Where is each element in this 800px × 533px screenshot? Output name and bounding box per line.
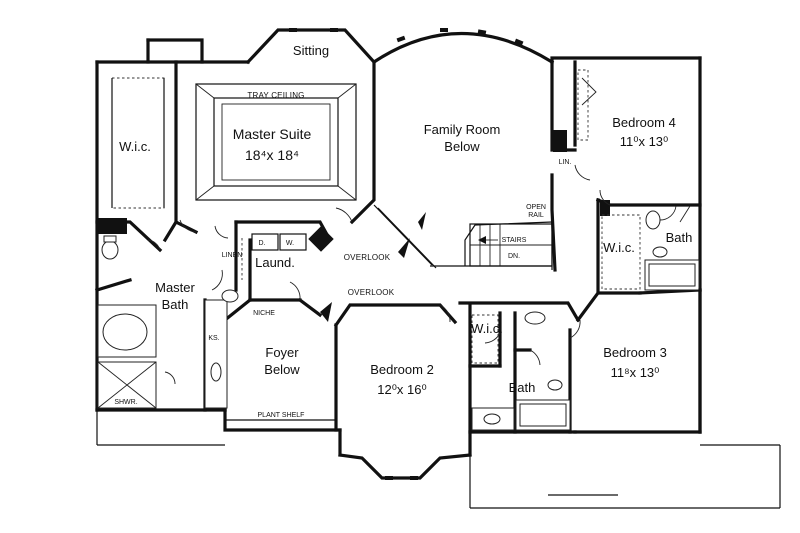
label-plant-shelf: PLANT SHELF (258, 412, 305, 419)
label-wic-left: W.i.c. (119, 139, 151, 154)
label-bedroom-4: Bedroom 4 (612, 115, 676, 130)
label-overlook-2: OVERLOOK (348, 288, 395, 297)
label-bath-mid: Bath (509, 380, 536, 395)
label-d: D. (259, 240, 266, 247)
label-sitting: Sitting (293, 43, 329, 58)
label-wic-right: W.i.c. (603, 240, 635, 255)
label-master-suite-dim: 18⁴x 18⁴ (245, 147, 299, 163)
overlook-rails (320, 204, 437, 322)
label-lin: LIN. (559, 159, 572, 166)
label-bedroom-4-dim: 11⁰x 13⁰ (620, 134, 669, 149)
label-overlook-1: OVERLOOK (344, 253, 391, 262)
wic-shelves (111, 77, 165, 209)
label-family-room: Family Room (424, 122, 501, 137)
label-tray-ceiling: TRAY CEILING (247, 91, 304, 100)
stairs (430, 221, 553, 270)
room-labels: Sitting TRAY CEILING Master Suite 18⁴x 1… (114, 43, 692, 419)
label-w: W. (286, 240, 294, 247)
label-master-bath-2: Bath (162, 297, 189, 312)
label-foyer: Foyer (265, 345, 299, 360)
label-family-room-below: Below (444, 139, 480, 154)
label-master-bath-1: Master (155, 280, 195, 295)
label-dn: DN. (508, 253, 520, 260)
plant-shelf-area (96, 288, 781, 509)
label-bath-right: Bath (666, 230, 693, 245)
tray-ceiling (195, 83, 357, 201)
label-bedroom-2: Bedroom 2 (370, 362, 434, 377)
label-open-rail-1: OPEN (526, 204, 546, 211)
window-marks (97, 28, 610, 480)
label-bedroom-2-dim: 12⁰x 16⁰ (377, 382, 426, 397)
label-laundry: Laund. (255, 255, 295, 270)
label-master-suite: Master Suite (233, 126, 312, 142)
label-foyer-below: Below (264, 362, 300, 377)
label-wic-mid: W.i.c. (471, 321, 503, 336)
label-shower: SHWR. (114, 399, 137, 406)
label-ks: KS. (208, 335, 219, 342)
label-niche: NICHE (253, 310, 275, 317)
doors (147, 77, 691, 385)
fixtures (97, 69, 700, 431)
label-bedroom-3-dim: 11⁸x 13⁰ (611, 365, 660, 380)
label-linen: LINEN (222, 252, 243, 259)
label-open-rail-2: RAIL (528, 212, 544, 219)
label-stairs: STAIRS (502, 237, 527, 244)
label-bedroom-3: Bedroom 3 (603, 345, 667, 360)
